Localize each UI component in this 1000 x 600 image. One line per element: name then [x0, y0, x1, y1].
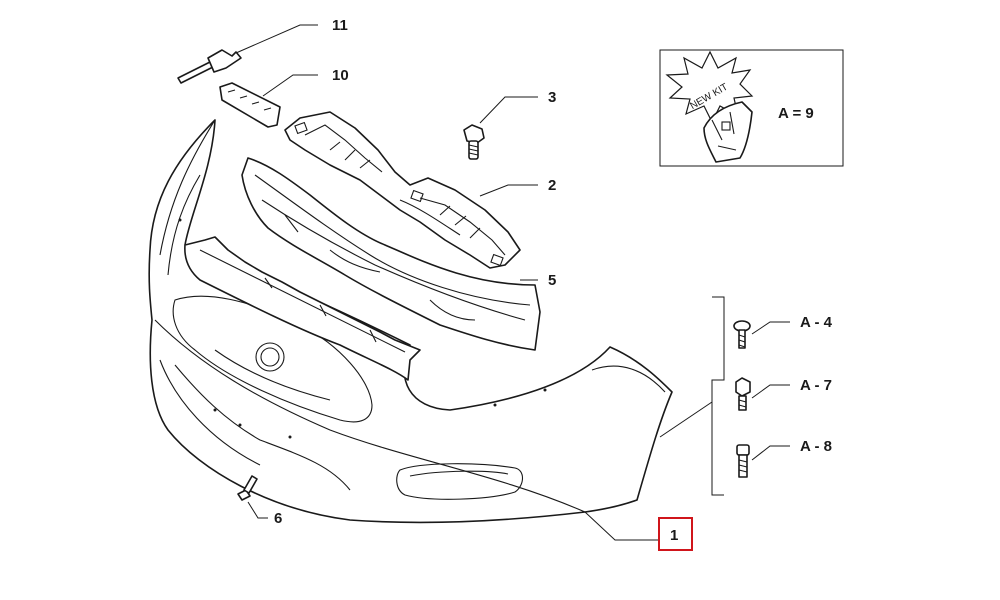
callout-10: 10	[332, 67, 349, 84]
callout-5: 5	[548, 272, 556, 289]
callout-11: 11	[332, 17, 348, 34]
kit-bracket-icon	[703, 101, 753, 163]
fastener-label-a4: A - 4	[800, 314, 833, 331]
callout-3: 3	[548, 89, 556, 106]
fastener-label-a8: A - 8	[800, 438, 832, 455]
callout-1-highlight-box[interactable]	[658, 517, 693, 551]
part-2-upper-bracket[interactable]	[284, 111, 521, 269]
fastener-a7[interactable]	[735, 377, 751, 411]
fastener-a4[interactable]	[733, 320, 751, 349]
part-3-bolt[interactable]	[463, 124, 485, 160]
part-5-impact-beam[interactable]	[241, 157, 541, 351]
part-1-bumper-cover[interactable]	[148, 119, 673, 524]
leader-lines	[235, 24, 790, 541]
kit-inset-box[interactable]: NEW KIT A = 9	[659, 49, 844, 167]
callout-6: 6	[274, 510, 282, 527]
part-10-clip-strip[interactable]	[219, 82, 281, 128]
fastener-label-a7: A - 7	[800, 377, 832, 394]
part-6-screw[interactable]	[237, 475, 258, 501]
callout-2: 2	[548, 177, 556, 194]
kit-label: A = 9	[778, 105, 814, 122]
fastener-a8[interactable]	[736, 444, 750, 478]
part-11-rivet-pin[interactable]	[177, 49, 242, 84]
callout-1[interactable]: 1	[670, 527, 678, 544]
upper-support-bracket[interactable]	[184, 236, 421, 381]
